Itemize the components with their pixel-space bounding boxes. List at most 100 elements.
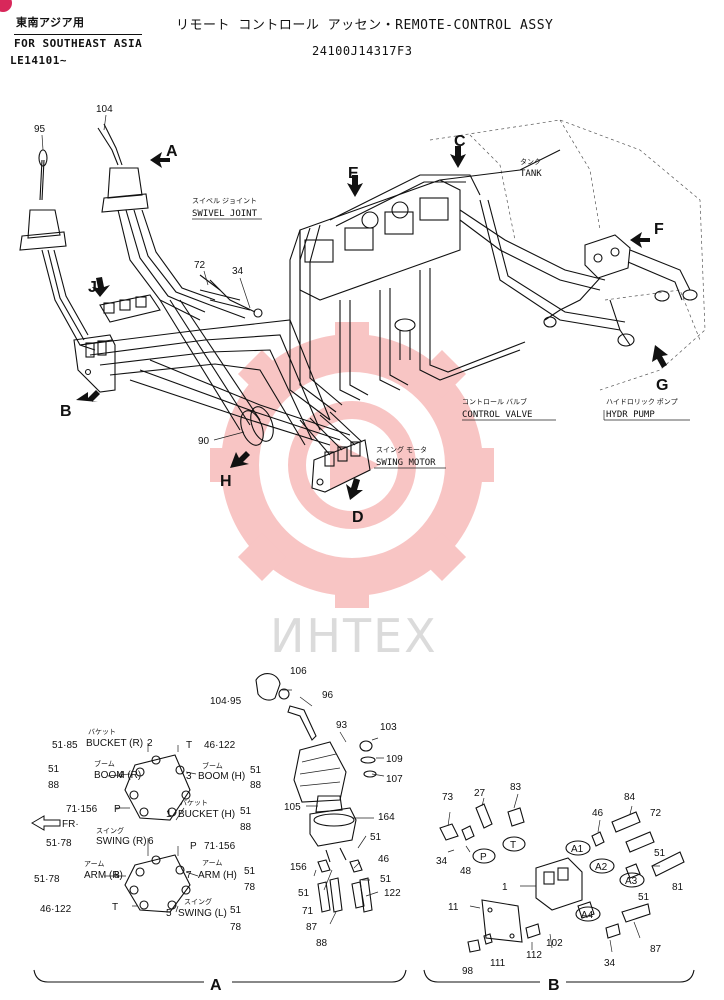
b-part-34-top: 34	[436, 856, 448, 867]
port-refs-boom-h-2: 88	[250, 780, 262, 791]
b-part-11: 11	[448, 902, 459, 913]
detail-b-tags	[472, 836, 645, 922]
a-part-105: 105	[284, 802, 301, 813]
b-part-83: 83	[510, 782, 522, 793]
port-num-3: 3	[186, 771, 192, 782]
a-part-46: 46	[378, 854, 390, 865]
a-part-156: 156	[290, 862, 307, 873]
serial-range: LE14101~	[10, 54, 67, 67]
hose-bundle	[41, 209, 351, 446]
b-part-81: 81	[672, 882, 684, 893]
junction-block-j	[99, 294, 161, 323]
swivel-joint-label: SWIVEL JOINT	[192, 209, 258, 219]
a-part-106: 106	[290, 666, 307, 677]
a-part-109: 109	[386, 754, 403, 765]
tank-jp: タンク	[520, 157, 541, 166]
lever-left-95	[19, 149, 67, 251]
port-refs-bucket-r: 51·85	[52, 740, 78, 751]
port-name-arm-r: ARM (R)	[84, 870, 123, 881]
a-part-96: 96	[322, 690, 334, 701]
view-letter-c: C	[454, 133, 466, 150]
port-refs-swing-r: 51·78	[46, 838, 72, 849]
a-part-103: 103	[380, 722, 397, 733]
port-jp-bucket-h: バケット	[180, 799, 208, 807]
tank-label: TANK	[520, 169, 542, 179]
port-num-8: 8	[114, 870, 120, 881]
tag-t: T	[510, 840, 516, 851]
b-part-111: 111	[490, 958, 506, 969]
port-name-swing-l: SWING (L)	[178, 908, 227, 919]
port-num-1: 1	[166, 809, 172, 820]
swing-motor-jp: スイング モータ	[376, 445, 427, 454]
a-part-88: 88	[316, 938, 328, 949]
port-jp-arm-r: アーム	[84, 860, 104, 868]
b-part-112: 112	[526, 950, 542, 961]
a-part-71: 71	[302, 906, 314, 917]
port-refs-boom-r-1: 51	[48, 764, 60, 775]
assy-part-number: 24100J14317F3	[312, 44, 413, 58]
view-letter-g: G	[656, 377, 668, 394]
pilot-pump-block	[543, 234, 698, 347]
a-part-164: 164	[378, 812, 395, 823]
detail-a-valve-top	[31, 743, 199, 913]
a-part-93: 93	[336, 720, 348, 731]
b-part-51-mid: 51	[638, 892, 650, 903]
b-part-1: 1	[502, 882, 508, 893]
b-part-84: 84	[624, 792, 636, 803]
port-num-7: 7	[186, 870, 192, 881]
port-name-bucket-h: BUCKET (H)	[178, 809, 235, 820]
hydr-pump-jp: ハイドロリック ポンプ	[606, 398, 678, 406]
view-letter-b: B	[60, 403, 72, 420]
b-part-102: 102	[546, 938, 563, 949]
b-part-87: 87	[650, 944, 662, 955]
lever-right-104	[97, 123, 149, 213]
port-refs-arm-h-2: 78	[244, 882, 256, 893]
pilot-lines-72-34	[199, 274, 263, 318]
control-valve-block	[289, 149, 606, 421]
tank-outline	[429, 119, 706, 391]
port-jp-swing-r: スイング	[96, 826, 124, 835]
port-name-t-right: T	[186, 740, 192, 751]
detail-a-lever-assembly	[255, 673, 385, 925]
region-jp: 東南アジア用	[16, 16, 85, 29]
port-num-6: 6	[148, 836, 154, 847]
b-part-51-top: 51	[654, 848, 666, 859]
a-part-51-left: 51	[298, 888, 310, 899]
control-valve-label: CONTROL VALVE	[462, 410, 532, 420]
a-part-122: 122	[384, 888, 401, 899]
port-jp-bucket-r: バケット	[88, 728, 116, 736]
tag-a1: A1	[571, 844, 584, 855]
port-name-boom-h: BOOM (H)	[198, 771, 245, 782]
port-refs-boom-h-1: 51	[250, 765, 262, 776]
hose-clamp-90	[240, 406, 274, 446]
swing-motor-label: SWING MOTOR	[376, 458, 436, 468]
tag-a2: A2	[595, 862, 608, 873]
port-num-4: 4	[118, 770, 124, 781]
b-part-72: 72	[650, 808, 662, 819]
section-label-a: A	[210, 977, 222, 994]
b-part-48: 48	[460, 866, 472, 877]
port-refs-swing-l-2: 78	[230, 922, 242, 933]
part-num-72: 72	[194, 260, 206, 271]
part-num-34: 34	[232, 266, 244, 277]
port-name-t-left: T	[112, 902, 118, 913]
a-part-104-95: 104·95	[210, 696, 242, 707]
part-num-104: 104	[96, 104, 113, 115]
watermark-gear-icon	[210, 322, 494, 608]
port-num-2: 2	[147, 738, 153, 749]
view-letter-e: E	[348, 165, 359, 182]
section-label-b: B	[548, 977, 560, 994]
page-title: リモート コントロール アッセン・REMOTE-CONTROL ASSY	[176, 18, 554, 33]
b-part-46: 46	[592, 808, 604, 819]
port-refs-arm-h-1: 51	[244, 866, 256, 877]
view-letter-j: J	[88, 279, 97, 296]
a-part-87: 87	[306, 922, 318, 933]
b-part-98: 98	[462, 966, 474, 977]
corner-badge-icon	[0, 0, 12, 12]
tag-a4: A4	[581, 910, 594, 921]
port-name-swing-r: SWING (R)	[96, 836, 147, 847]
view-letter-f: F	[654, 221, 664, 238]
port-num-5: 5	[166, 908, 172, 919]
b-part-34-bot: 34	[604, 958, 616, 969]
